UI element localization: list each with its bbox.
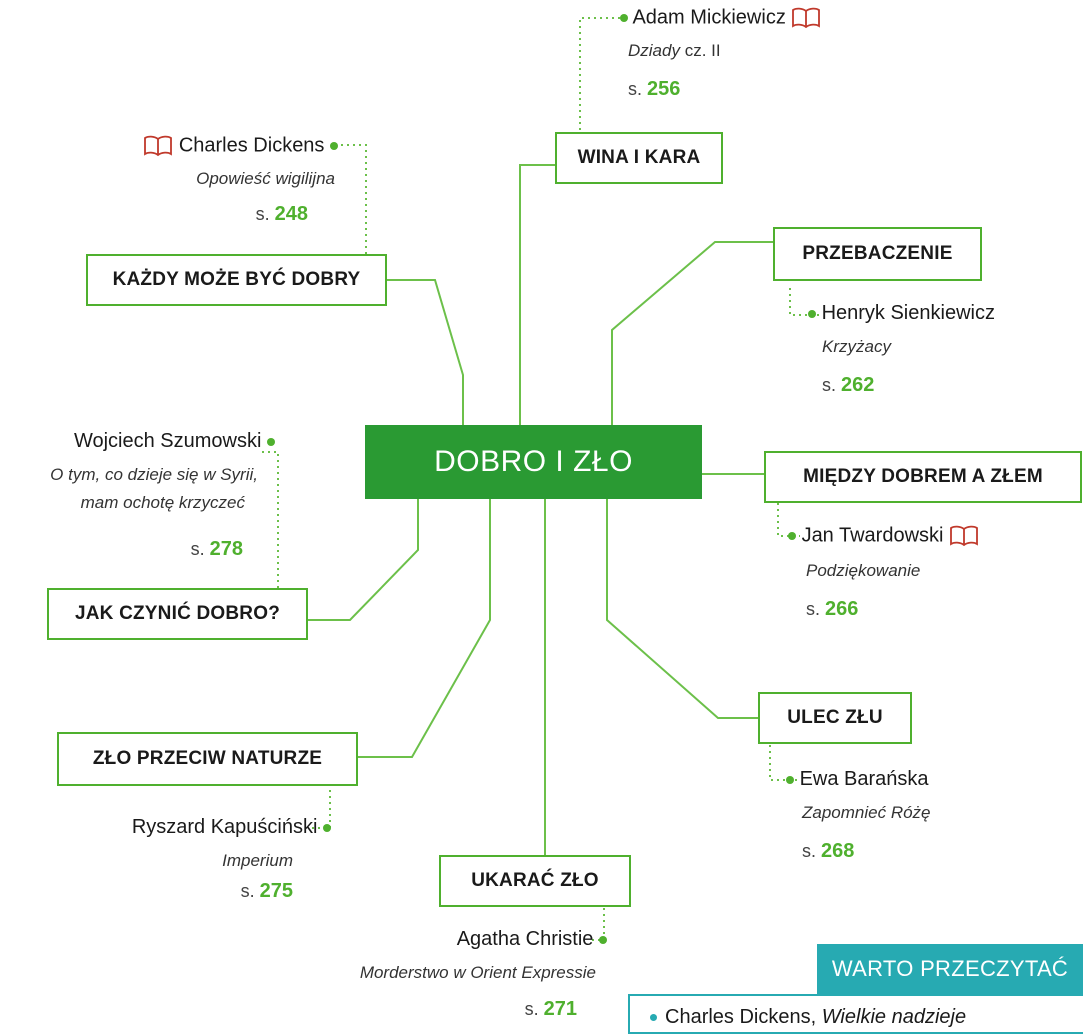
reading-ukarac-page: s. 271 [524,998,577,1020]
topic-przebaczenie: PRZEBACZENIE [773,227,982,281]
reading-kazdy-page: s. 248 [255,203,308,225]
reading-wina-page: s. 256 [628,78,681,100]
reading-przebaczenie-work: Krzyżacy [822,337,891,356]
warto-item: Charles Dickens, Wielkie nadzieje [650,1006,966,1029]
reading-jak-work-line2: mam ochotę krzyczeć [80,493,245,512]
dotted-jak [262,451,279,588]
bullet-dot-icon [786,775,794,784]
topic-jak-czynic-dobro: JAK CZYNIĆ DOBRO? [47,588,308,640]
reading-natura-work: Imperium [222,851,293,870]
topic-miedzy-dobrem-a-zlem: MIĘDZY DOBREM A ZŁEM [764,451,1082,503]
reading-kazdy-author: Charles Dickens [143,134,338,158]
reading-jak-author: Wojciech Szumowski [74,430,275,453]
reading-ulec-page: s. 268 [802,840,855,862]
bullet-dot-icon [650,1014,657,1022]
line-wina [519,164,555,425]
reading-kazdy-work: Opowieść wigilijna [196,169,335,188]
open-book-icon [792,7,821,29]
warto-przeczytac-header: WARTO PRZECZYTAĆ [817,944,1083,994]
reading-ukarac-author: Agatha Christie [457,928,607,951]
topic-zlo-przeciw-naturze: ZŁO PRZECIW NATURZE [57,732,358,786]
line-kazdy [387,279,464,425]
reading-ulec-author: Ewa Barańska [786,768,929,791]
reading-przebaczenie-author: Henryk Sienkiewicz [808,302,995,325]
reading-miedzy-work: Podziękowanie [806,561,921,580]
open-book-icon [144,135,173,157]
bullet-dot-icon [267,437,275,446]
reading-przebaczenie-page: s. 262 [822,374,875,396]
open-book-icon [950,525,978,547]
line-przebaczenie [611,241,773,425]
line-natura [358,499,491,758]
reading-wina-author: Adam Mickiewicz [620,6,821,30]
topic-wina-i-kara: WINA I KARA [555,132,723,184]
bullet-dot-icon [788,532,796,540]
line-jak [308,499,419,621]
central-topic: DOBRO I ZŁO [365,425,702,499]
reading-miedzy-author: Jan Twardowski [788,524,979,548]
bullet-dot-icon [323,823,331,832]
reading-ulec-work: Zapomnieć Różę [802,803,931,822]
bullet-dot-icon [599,935,607,944]
reading-miedzy-page: s. 266 [806,598,859,620]
bullet-dot-icon [808,309,816,318]
bullet-dot-icon [620,14,628,22]
dotted-wina [579,17,620,148]
topic-ukarac-zlo: UKARAĆ ZŁO [439,855,631,907]
topic-ulec-zlu: ULEC ZŁU [758,692,912,744]
reading-ukarac-work: Morderstwo w Orient Expressie [359,963,596,982]
reading-jak-page: s. 278 [190,538,243,560]
reading-natura-author: Ryszard Kapuściński [132,816,331,839]
reading-jak-work-line1: O tym, co dzieje się w Syrii, [50,465,258,484]
topic-kazdy-moze-byc-dobry: KAŻDY MOŻE BYĆ DOBRY [86,254,387,306]
reading-natura-page: s. 275 [240,880,293,902]
bullet-dot-icon [330,142,338,150]
dotted-kazdy [340,144,367,254]
warto-przeczytac-box: Charles Dickens, Wielkie nadzieje [628,994,1083,1034]
line-ulec [606,499,758,719]
reading-wina-work: Dziady cz. II [628,41,721,60]
